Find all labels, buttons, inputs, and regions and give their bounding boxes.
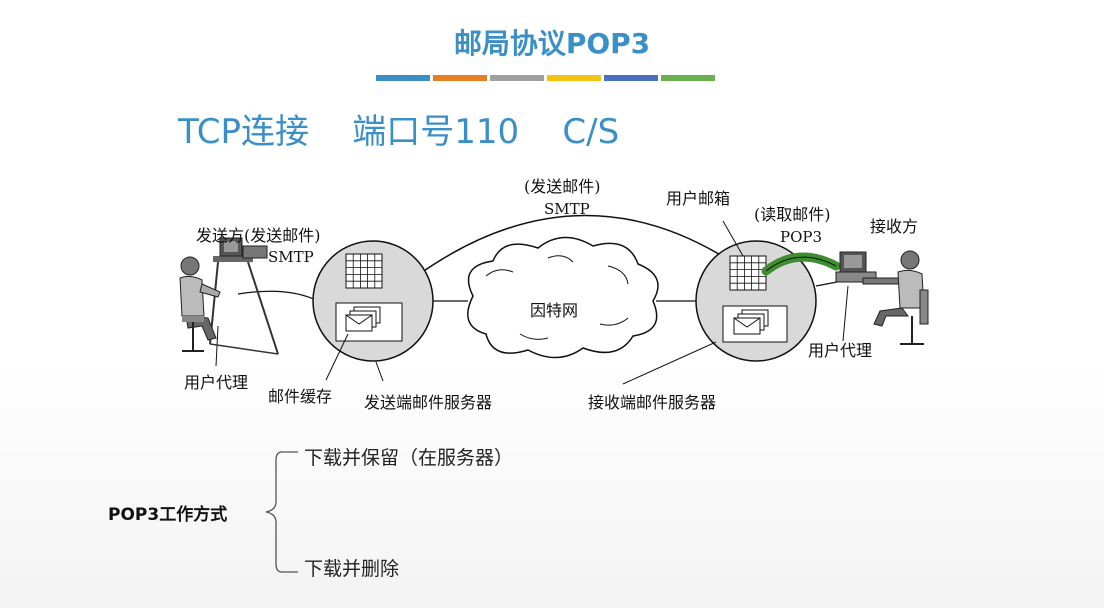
sender-protocol: SMTP — [268, 248, 314, 266]
pop3-diagram: 因特网 — [179, 177, 929, 412]
mailbox-label: 用户邮箱 — [666, 189, 730, 208]
sender-link — [237, 290, 319, 302]
title-color-bar — [376, 75, 715, 81]
color-bar-segment — [433, 75, 487, 81]
read-protocol: POP3 — [780, 228, 822, 246]
internet-cloud — [467, 236, 659, 359]
sender-label: 发送方(发送邮件) — [196, 226, 321, 245]
envelope-icon — [345, 306, 381, 332]
receiver-label: 接收方 — [870, 217, 918, 236]
color-bar-segment — [547, 75, 601, 81]
read-label: (读取邮件) — [754, 205, 831, 224]
color-bar-segment — [490, 75, 544, 81]
method-option-delete: 下载并删除 — [304, 558, 400, 580]
top-arc-protocol: SMTP — [544, 200, 590, 218]
internet-label: 因特网 — [530, 301, 578, 320]
method-option-keep: 下载并保留（在服务器） — [304, 447, 514, 469]
user-agent-right-label: 用户代理 — [808, 341, 872, 360]
method-brace — [265, 451, 298, 573]
subtitle: TCP连接 端口号110 C/S — [178, 112, 620, 152]
color-bar-segment — [604, 75, 658, 81]
envelope-icon — [733, 309, 769, 335]
send-server-grid — [345, 253, 383, 289]
color-bar-segment — [376, 75, 430, 81]
sender-person-icon — [179, 237, 279, 355]
user-agent-left-label: 用户代理 — [184, 373, 248, 392]
color-bar-segment — [661, 75, 715, 81]
recv-server-label: 接收端邮件服务器 — [588, 393, 716, 412]
receiver-person-icon — [835, 250, 929, 345]
send-server-label: 发送端邮件服务器 — [364, 393, 492, 412]
user-mailbox-grid — [729, 255, 767, 291]
page-title: 邮局协议POP3 — [453, 27, 651, 60]
mail-cache-label: 邮件缓存 — [268, 387, 332, 406]
top-arc-label: (发送邮件) — [524, 177, 601, 196]
pop3-method-label: POP3工作方式 — [108, 505, 228, 525]
